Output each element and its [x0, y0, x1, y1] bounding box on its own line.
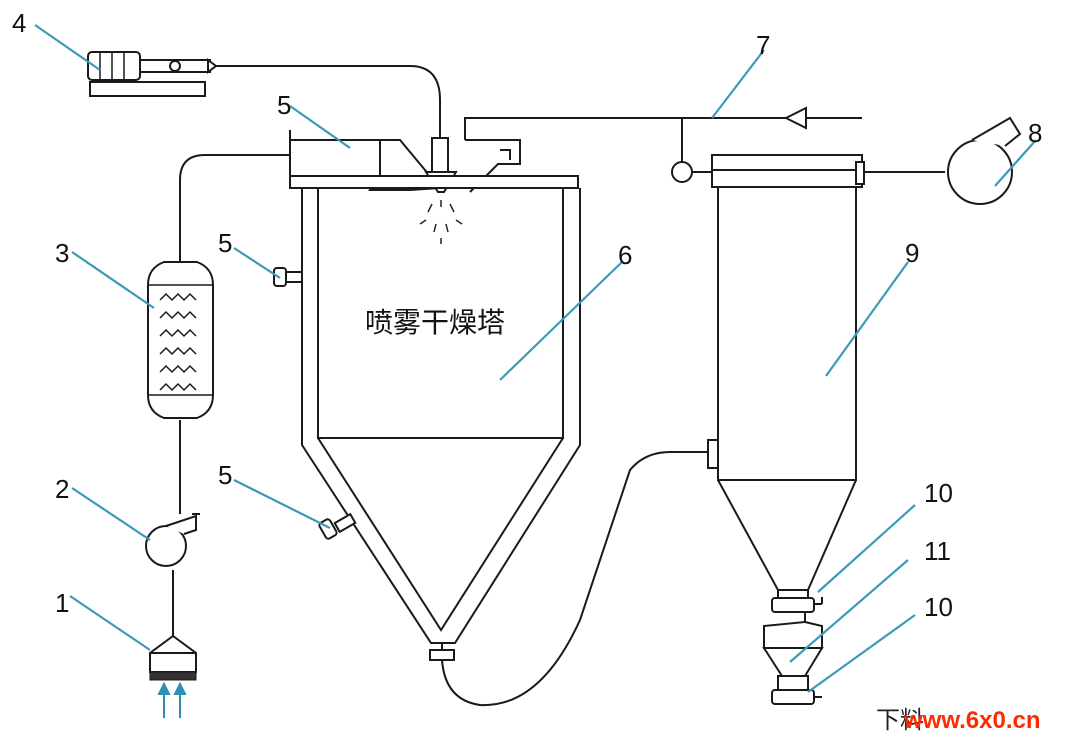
- pipe-heater-to-distributor: [179, 154, 290, 262]
- label-11: 11: [924, 536, 951, 566]
- spray-drying-tower: [289, 175, 581, 661]
- pipe-feed-line: [216, 65, 441, 138]
- label-5-side-lower: 5: [218, 460, 232, 490]
- label-10-upper: 10: [924, 478, 953, 508]
- label-3: 3: [55, 238, 69, 268]
- air-heater: [147, 261, 214, 419]
- air-filter: [149, 634, 197, 718]
- air-inlet-arrows: [157, 681, 187, 718]
- cyclone-separator: [707, 154, 865, 591]
- lower-discharge-valve: [771, 675, 822, 705]
- exhaust-fan: [947, 116, 1022, 205]
- spray-mist: [419, 200, 463, 244]
- label-7: 7: [756, 30, 770, 60]
- label-1: 1: [55, 588, 69, 618]
- watermark: www.6x0.cn: [903, 707, 1041, 734]
- exhaust-line: [464, 106, 862, 183]
- powder-collector: [762, 611, 824, 677]
- number-labels: 1 2 3 4 5 5 5 6 7 8 9 10 11 10: [12, 8, 1042, 622]
- label-5-side-upper: 5: [218, 228, 232, 258]
- label-8: 8: [1028, 118, 1042, 148]
- label-10-lower: 10: [924, 592, 953, 622]
- label-9: 9: [905, 238, 919, 268]
- label-5-top: 5: [277, 90, 291, 120]
- label-6: 6: [618, 240, 632, 270]
- upper-discharge-valve: [771, 589, 823, 613]
- heater-coils: [159, 292, 197, 392]
- side-nozzle-lower: [318, 512, 357, 540]
- air-blower: [145, 513, 200, 567]
- tower-label: 喷雾干燥塔: [365, 306, 505, 339]
- discharge-label: 下料: [876, 706, 924, 734]
- leader-lines: [34, 24, 1037, 693]
- feed-pump: [87, 51, 218, 97]
- pipe-tower-to-cyclone: [441, 451, 712, 707]
- atomizer-nozzle: [419, 137, 463, 244]
- label-2: 2: [55, 474, 69, 504]
- label-4: 4: [12, 8, 26, 38]
